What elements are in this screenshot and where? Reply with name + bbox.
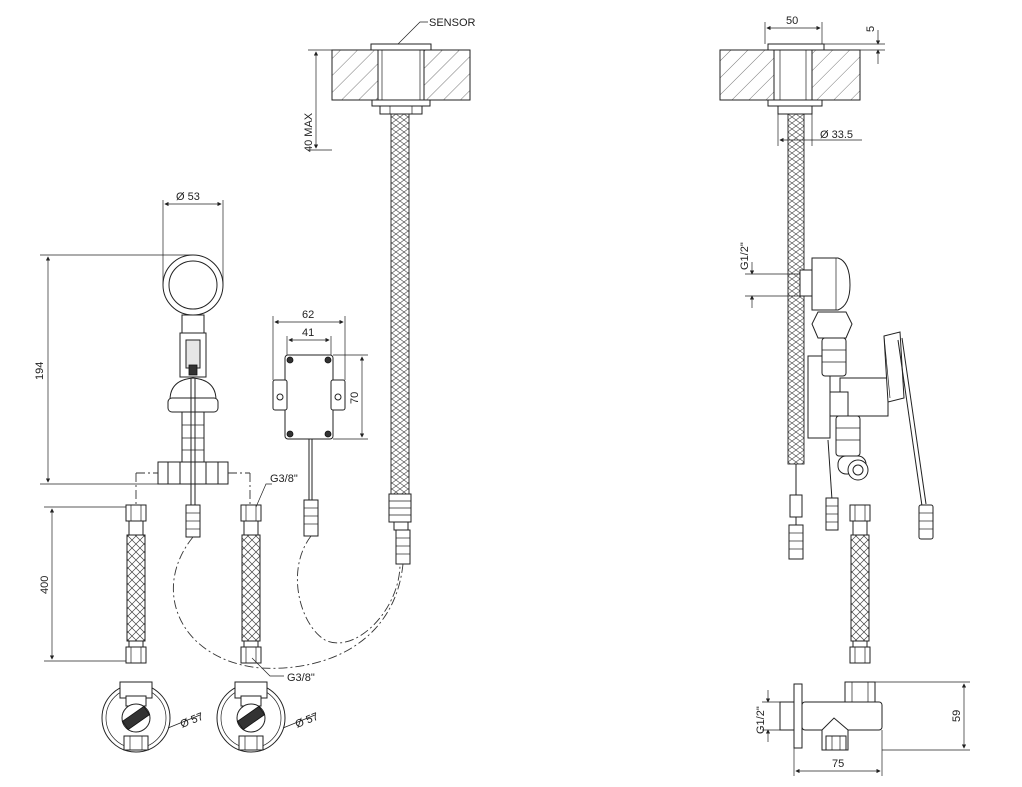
flex-hose-side [849, 504, 871, 664]
dia-57-right-label: Ø 57 [294, 711, 321, 731]
control-box: 62 41 70 [272, 309, 368, 537]
height-59-label: 59 [951, 710, 963, 722]
height-194-label: 194 [34, 362, 46, 380]
ceiling-sensor-side: 50 5 Ø 33.5 [719, 15, 885, 560]
flex-hose-right [240, 504, 262, 664]
angle-valve-right: Ø 57 [216, 681, 321, 753]
ceiling-sensor-front: SENSOR 40 MAX [303, 17, 476, 565]
mixer-front-view: Ø 53 194 [34, 191, 251, 538]
dia-33-5-label: Ø 33.5 [820, 129, 853, 141]
width-50-label: 50 [786, 15, 798, 27]
angle-valve-left: Ø 57 [101, 681, 206, 753]
dia-57-left-label: Ø 57 [179, 711, 206, 731]
hose-length-dimension: 400 [39, 506, 126, 662]
mixer-side-view: G1/2" [739, 242, 934, 540]
length-400-label: 400 [39, 576, 51, 594]
cable-routing [173, 535, 404, 669]
dia-53-label: Ø 53 [176, 191, 200, 203]
thread-g12-valve-label: G1/2" [755, 706, 767, 734]
thread-g38-bottom-label: G3/8" [287, 672, 315, 684]
width-75-label: 75 [832, 758, 844, 770]
sensor-label: SENSOR [429, 17, 476, 29]
max-depth-label: 40 MAX [303, 112, 315, 152]
height-70-label: 70 [349, 392, 361, 404]
width-41-label: 41 [302, 327, 314, 339]
angle-valve-side: G1/2" 59 75 [755, 681, 970, 776]
flex-hose-left [125, 504, 147, 664]
thread-g38-top-label: G3/8" [270, 473, 298, 485]
width-62-label: 62 [302, 309, 314, 321]
offset-5-label: 5 [865, 26, 877, 32]
thread-g12-side-label: G1/2" [739, 242, 751, 270]
